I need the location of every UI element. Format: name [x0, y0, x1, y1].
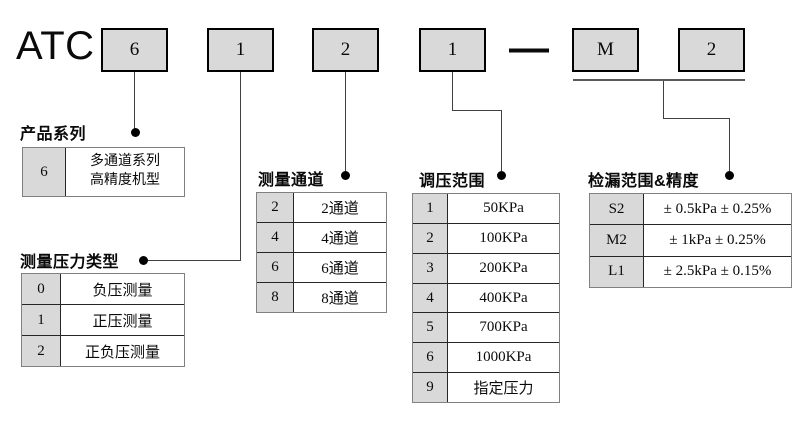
- code-cell: 8: [257, 283, 294, 312]
- value-cell: ± 0.5kPa ± 0.25%: [663, 200, 772, 217]
- connector-line: [452, 110, 502, 111]
- brand-text: ATC: [16, 24, 95, 68]
- table-row: 9 指定压力: [413, 372, 559, 403]
- series-table: 6 多通道系列 高精度机型: [22, 147, 185, 197]
- table-row: 1 50KPa: [413, 194, 559, 223]
- connector-line: [501, 110, 502, 171]
- value-cell: 1000KPa: [475, 349, 532, 366]
- value-cell: 8通道: [321, 291, 359, 307]
- section-title-channels: 测量通道: [258, 172, 325, 189]
- table-row: 2 100KPa: [413, 222, 559, 253]
- model-digit-label: 2: [340, 39, 351, 60]
- code-cell: 9: [413, 373, 448, 403]
- code-cell: S2: [590, 194, 644, 225]
- value-cell: 负压测量: [92, 282, 153, 299]
- code-cell: 2: [413, 223, 448, 253]
- value-text: 多通道系列 高精度机型: [90, 154, 160, 188]
- channels-table: 2 2通道 4 4通道 6 6通道 8 8通道: [256, 192, 387, 313]
- code-cell: 1: [22, 305, 61, 335]
- value-cell: 4通道: [321, 231, 359, 247]
- model-digit-box-leak-range: M: [572, 28, 639, 72]
- table-row: 2 正负压测量: [22, 335, 184, 366]
- model-digit-label: 1: [235, 39, 246, 60]
- value-cell: 50KPa: [483, 199, 524, 216]
- value-cell: 100KPa: [479, 229, 528, 246]
- connector-dot: [497, 171, 506, 180]
- connector-dot: [139, 256, 148, 265]
- leak-group-underline: [573, 79, 745, 81]
- code-cell: 6: [23, 148, 66, 196]
- section-title-pressure-type: 测量压力类型: [20, 254, 120, 271]
- connector-dot: [131, 128, 140, 137]
- value-cell: ± 1kPa ± 0.25%: [669, 231, 766, 248]
- connector-line: [143, 260, 241, 261]
- value-cell: 200KPa: [479, 259, 528, 276]
- model-digit-label: 6: [129, 39, 140, 60]
- connector-line: [345, 72, 346, 171]
- model-digit-box-series: 6: [101, 28, 168, 72]
- table-row: 6 6通道: [257, 252, 386, 282]
- connector-line: [452, 72, 453, 110]
- pressure-type-table: 0 负压测量 1 正压测量 2 正负压测量: [21, 273, 185, 367]
- connector-dot: [725, 171, 734, 180]
- value-cell: 700KPa: [479, 319, 528, 336]
- code-cell: 6: [257, 253, 294, 282]
- code-cell: 4: [413, 283, 448, 313]
- model-digit-box-leak-accuracy: 2: [678, 28, 745, 72]
- table-row: 2 2通道: [257, 193, 386, 222]
- table-row: 5 700KPa: [413, 312, 559, 343]
- section-title-series: 产品系列: [20, 126, 87, 143]
- table-row: 6 1000KPa: [413, 342, 559, 373]
- model-digit-box-channels: 2: [312, 28, 379, 72]
- table-row: L1 ± 2.5kPa ± 0.15%: [590, 255, 791, 287]
- value-cell: 多通道系列 高精度机型: [66, 148, 184, 196]
- connector-dot: [341, 171, 350, 180]
- code-cell: 6: [413, 343, 448, 373]
- model-code-separator: —: [509, 25, 549, 70]
- code-cell: 2: [22, 336, 61, 366]
- value-cell: ± 2.5kPa ± 0.15%: [663, 263, 772, 280]
- code-cell: 4: [257, 223, 294, 252]
- value-cell: 指定压力: [473, 381, 534, 398]
- code-cell: 3: [413, 253, 448, 283]
- table-row: M2 ± 1kPa ± 0.25%: [590, 224, 791, 256]
- code-cell: M2: [590, 225, 644, 256]
- table-row: 4 4通道: [257, 222, 386, 252]
- model-digit-box-pressure-type: 1: [207, 28, 274, 72]
- code-cell: L1: [590, 256, 644, 287]
- table-row: 8 8通道: [257, 282, 386, 312]
- table-row: 6 多通道系列 高精度机型: [23, 148, 184, 196]
- value-cell: 6通道: [321, 261, 359, 277]
- leak-range-table: S2 ± 0.5kPa ± 0.25% M2 ± 1kPa ± 0.25% L1…: [589, 193, 792, 288]
- table-row: 4 400KPa: [413, 282, 559, 313]
- table-row: 0 负压测量: [22, 274, 184, 304]
- table-row: 1 正压测量: [22, 304, 184, 335]
- connector-line: [729, 118, 730, 171]
- model-digit-label: 2: [706, 39, 717, 60]
- section-title-leak-range: 检漏范围&精度: [588, 173, 700, 190]
- value-cell: 2通道: [321, 201, 359, 217]
- code-cell: 2: [257, 193, 294, 222]
- section-title-regulation-range: 调压范围: [419, 173, 486, 190]
- connector-line: [134, 72, 135, 129]
- connector-line: [240, 72, 241, 261]
- model-digit-label: 1: [447, 39, 458, 60]
- table-row: S2 ± 0.5kPa ± 0.25%: [590, 194, 791, 225]
- value-cell: 正负压测量: [84, 344, 160, 361]
- code-cell: 1: [413, 194, 448, 223]
- table-row: 3 200KPa: [413, 252, 559, 283]
- code-cell: 5: [413, 313, 448, 343]
- model-digit-box-regulation-range: 1: [419, 28, 486, 72]
- code-cell: 0: [22, 274, 61, 304]
- regulation-range-table: 1 50KPa 2 100KPa 3 200KPa 4 400KPa 5 700…: [412, 193, 560, 403]
- value-cell: 正压测量: [92, 313, 153, 330]
- connector-line: [663, 81, 664, 118]
- value-cell: 400KPa: [479, 289, 528, 306]
- model-digit-label: M: [597, 39, 614, 60]
- connector-line: [663, 118, 730, 119]
